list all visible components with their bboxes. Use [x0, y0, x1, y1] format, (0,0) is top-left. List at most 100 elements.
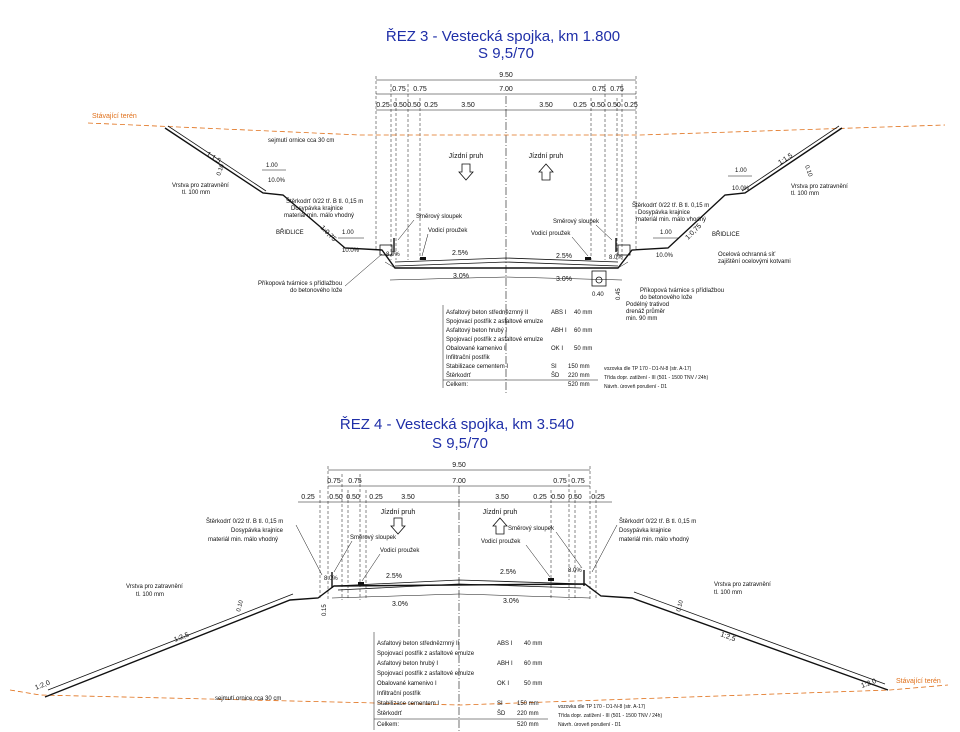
ditch-right-2: do betonového lože [640, 295, 693, 301]
layer-row: Celkem:520 mm [377, 722, 539, 728]
slope-20-right: 1:2,0 [860, 678, 877, 690]
ditch-right-1: Příkopová tvárnice s přídlažbou [640, 288, 724, 294]
shale-right: BŘIDLICE [712, 230, 740, 238]
dim-mid: 0.75 [553, 478, 567, 485]
layer-row: Infiltrační postřik [377, 691, 422, 697]
svg-text:40 mm: 40 mm [574, 310, 592, 316]
dim-mid: 0.75 [348, 478, 362, 485]
pct-25-left: 2.5% [386, 573, 402, 580]
topsoil-label: sejmutí ornice cca 30 cm [215, 696, 281, 702]
svg-text:Štěrkodrť: Štěrkodrť [446, 372, 472, 379]
gravel-left-1: Štěrkodrť 0/22 tř. B tl. 0,15 m [286, 198, 363, 205]
ditch-left-1: Příkopová tvárnice s přídlažbou [258, 281, 342, 287]
pct-right-upper: 10.0% [732, 186, 750, 192]
dim-low: 3.50 [539, 102, 553, 109]
svg-text:ŠD: ŠD [497, 710, 506, 717]
layer-row: Spojovací postřik z asfaltové emulze [377, 671, 475, 677]
depth-010-left: 0.10 [216, 163, 226, 177]
grass-right-2: tl. 100 mm [791, 191, 819, 197]
svg-text:60 mm: 60 mm [574, 328, 592, 334]
gravel-left-1: Štěrkodrť 0/22 tř. B tl. 0,15 m [206, 518, 283, 525]
gravel-left-3: materiál min. málo vhodný [284, 213, 354, 219]
gravel-left-2: Dosypávka krajnice [231, 528, 284, 534]
svg-text:Infiltrační postřik: Infiltrační postřik [377, 691, 422, 697]
svg-text:Spojovací postřik z asfaltové: Spojovací postřik z asfaltové emulze [377, 651, 475, 657]
post-right-label: Směrový sloupek [553, 219, 600, 225]
section-3-profile [164, 125, 843, 287]
dim-low: 0.25 [369, 494, 383, 501]
section-4-profile [44, 570, 889, 698]
grass-right-2: tl. 100 mm [714, 590, 742, 596]
dim-mid: 0.75 [392, 86, 406, 93]
dim-mid: 0.75 [571, 478, 585, 485]
svg-text:Celkem:: Celkem: [446, 382, 468, 388]
gravel-right-2: Dosypávka krajnice [638, 210, 691, 216]
net-2: zajištění ocelovými kotvami [718, 259, 791, 265]
dim-low: 0.50 [393, 102, 407, 109]
shale-left: BŘIDLICE [276, 228, 304, 236]
svg-text:Spojovací postřik z asfaltové: Spojovací postřik z asfaltové emulze [446, 337, 544, 343]
net-1: Ocelová ochranná síť [718, 252, 776, 258]
svg-text:520 mm: 520 mm [517, 722, 539, 728]
section-3-dimensions: 9.50 0.75 0.75 7.00 0.75 0.75 0.25 0.50 … [375, 72, 638, 260]
pct-8-left: 8.0% [324, 576, 338, 582]
lane-right-label: Jízdní pruh [529, 153, 564, 160]
gravel-right-3: materiál min. málo vhodný [619, 537, 689, 543]
dim-low: 3.50 [401, 494, 415, 501]
note-2: Třída dopr. zatížení - III (501 - 1500 T… [558, 713, 662, 719]
dim-mid: 7.00 [452, 478, 466, 485]
layer-row: Spojovací postřik z asfaltové emulze [446, 337, 544, 343]
svg-text:SI: SI [497, 701, 503, 707]
section-4: ŘEZ 4 - Vestecká spojka, km 3.540 S 9,5/… [9, 416, 949, 732]
section-4-dimensions: 9.50 0.75 0.75 7.00 0.75 0.75 0.25 0.50 … [298, 462, 612, 600]
post-right-label: Směrový sloupek [508, 526, 555, 532]
svg-text:Spojovací postřik z asfaltové: Spojovací postřik z asfaltové emulze [446, 319, 544, 325]
svg-text:150 mm: 150 mm [517, 701, 539, 707]
pct-25-right: 2.5% [500, 569, 516, 576]
pct-left-lower: 10.0% [342, 248, 360, 254]
svg-text:Stabilizace cementem I: Stabilizace cementem I [446, 364, 508, 370]
width-right-upper: 1.00 [735, 168, 747, 174]
section-4-subtitle: S 9,5/70 [432, 435, 488, 452]
gravel-left-2: Dosypávka krajnice [291, 206, 344, 212]
note-1: vozovka dle TP 170 - D1-N-8 (str. A-17) [558, 704, 646, 710]
drain-3: min. 90 mm [626, 316, 657, 322]
lane-left-arrow-icon [390, 517, 406, 535]
terrain-label: Stávající terén [896, 678, 941, 685]
grass-left-1: Vrstva pro zatravnění [126, 584, 183, 590]
slope-075-left: 1:0,75 [319, 224, 338, 243]
svg-text:Obalované kamenivo I: Obalované kamenivo I [377, 681, 437, 687]
dim-low: 3.50 [495, 494, 509, 501]
slope-left: 1:1,5 [205, 151, 222, 165]
strip-left-label: Vodicí proužek [380, 548, 420, 554]
section-3-subtitle: S 9,5/70 [478, 45, 534, 62]
svg-text:OK I: OK I [497, 681, 509, 687]
dim-width-total: 9.50 [499, 72, 513, 79]
depth-010-right: 0.10 [676, 599, 685, 612]
dim-low: 0.25 [624, 102, 638, 109]
dim-low: 0.50 [551, 494, 565, 501]
dim-low: 0.50 [346, 494, 360, 501]
pct-25-left: 2.5% [452, 250, 468, 257]
pct-30-left: 3.0% [392, 601, 408, 608]
svg-text:150 mm: 150 mm [568, 364, 590, 370]
pct-30-right: 3.0% [556, 276, 572, 283]
strip-right-label: Vodicí proužek [531, 231, 571, 237]
svg-text:Infiltrační postřik: Infiltrační postřik [446, 355, 491, 361]
slope-right: 1:1,5 [777, 152, 794, 166]
svg-text:ABH I: ABH I [551, 328, 567, 334]
pct-25-right: 2.5% [556, 253, 572, 260]
dim-low: 0.25 [533, 494, 547, 501]
svg-text:Asfaltový beton střednězrnný I: Asfaltový beton střednězrnný II [377, 641, 460, 647]
pct-8-right: 8.0% [609, 255, 623, 261]
grass-left-2: tl. 100 mm [136, 592, 164, 598]
svg-text:220 mm: 220 mm [568, 373, 590, 379]
